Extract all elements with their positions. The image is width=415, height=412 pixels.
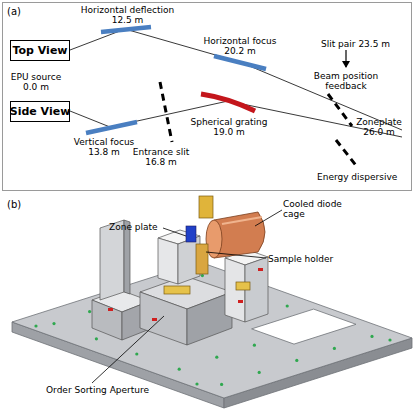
- zone-plate: [186, 226, 196, 242]
- leader-line: [92, 316, 164, 383]
- hole: [95, 337, 98, 340]
- gold-mount: [199, 196, 213, 218]
- spherical-grating: [201, 94, 255, 111]
- leader-line: [255, 210, 282, 226]
- hole: [135, 352, 138, 355]
- sample-holder: [196, 244, 208, 274]
- hole: [258, 371, 261, 374]
- part-label: Zone plate: [109, 222, 158, 232]
- view-title: Top View: [12, 44, 67, 57]
- part-label: Slit pair 23.5 m: [321, 39, 390, 49]
- marker: [108, 308, 113, 311]
- part-label: Sample holder: [268, 254, 333, 264]
- holder-side: [158, 238, 178, 284]
- upright-plate: [100, 220, 124, 300]
- hole: [201, 274, 204, 277]
- stage-side: [92, 300, 122, 340]
- vertical-focus-mirror: [86, 122, 137, 133]
- part-label: Horizontal deflection 12.5 m: [75, 5, 180, 25]
- leader-line: [206, 252, 266, 258]
- horizontal-focus-mirror: [214, 56, 266, 69]
- part-label: Entrance slit 16.8 m: [128, 147, 194, 167]
- pointer-arrow: [345, 50, 346, 67]
- part-label: EPU source 0.0 m: [6, 72, 66, 92]
- part-label: Horizontal focus 20.2 m: [198, 36, 282, 56]
- side-view-beam: [70, 101, 402, 137]
- part-label: Order Sorting Aperture: [46, 385, 149, 395]
- part-label: Energy dispersive: [317, 172, 397, 182]
- view-title: Side View: [10, 105, 71, 118]
- marker: [258, 268, 263, 271]
- slit-pair: [328, 94, 352, 126]
- gold-mount: [164, 286, 190, 294]
- part-label: Spherical grating 19.0 m: [186, 117, 272, 137]
- top-view-beam: [70, 29, 402, 130]
- horizontal-deflection-mirror: [101, 27, 151, 32]
- hole: [34, 324, 37, 327]
- part-label: Zoneplate 26.0 m: [352, 117, 406, 137]
- panel-frame: [3, 3, 412, 191]
- part-label: Cooled diode cage: [283, 199, 354, 219]
- hole: [52, 322, 55, 325]
- hole: [195, 382, 198, 385]
- highlight: [222, 217, 262, 224]
- gold-mount: [236, 282, 250, 290]
- marker: [152, 318, 157, 321]
- hole: [215, 356, 218, 359]
- leader-line: [163, 228, 186, 236]
- marker: [238, 300, 243, 303]
- plate-holes: [34, 274, 391, 386]
- hole: [295, 359, 298, 362]
- hole: [370, 335, 373, 338]
- entrance-slit: [160, 82, 172, 142]
- energy-slit: [336, 140, 358, 168]
- hole: [220, 383, 223, 386]
- hole: [388, 338, 391, 341]
- hole: [88, 310, 91, 313]
- hole: [286, 304, 289, 307]
- part-label: (a): [7, 6, 21, 17]
- hole: [333, 347, 336, 350]
- view-box: Side View: [10, 101, 70, 122]
- part-label: (b): [7, 199, 21, 210]
- base-plate: [12, 262, 412, 398]
- hole: [178, 368, 181, 371]
- part-label: Beam position feedback: [306, 71, 386, 91]
- stage-side: [140, 292, 187, 345]
- view-box: Top View: [10, 40, 70, 61]
- hole: [253, 344, 256, 347]
- part-label: Vertical focus 13.8 m: [69, 137, 139, 157]
